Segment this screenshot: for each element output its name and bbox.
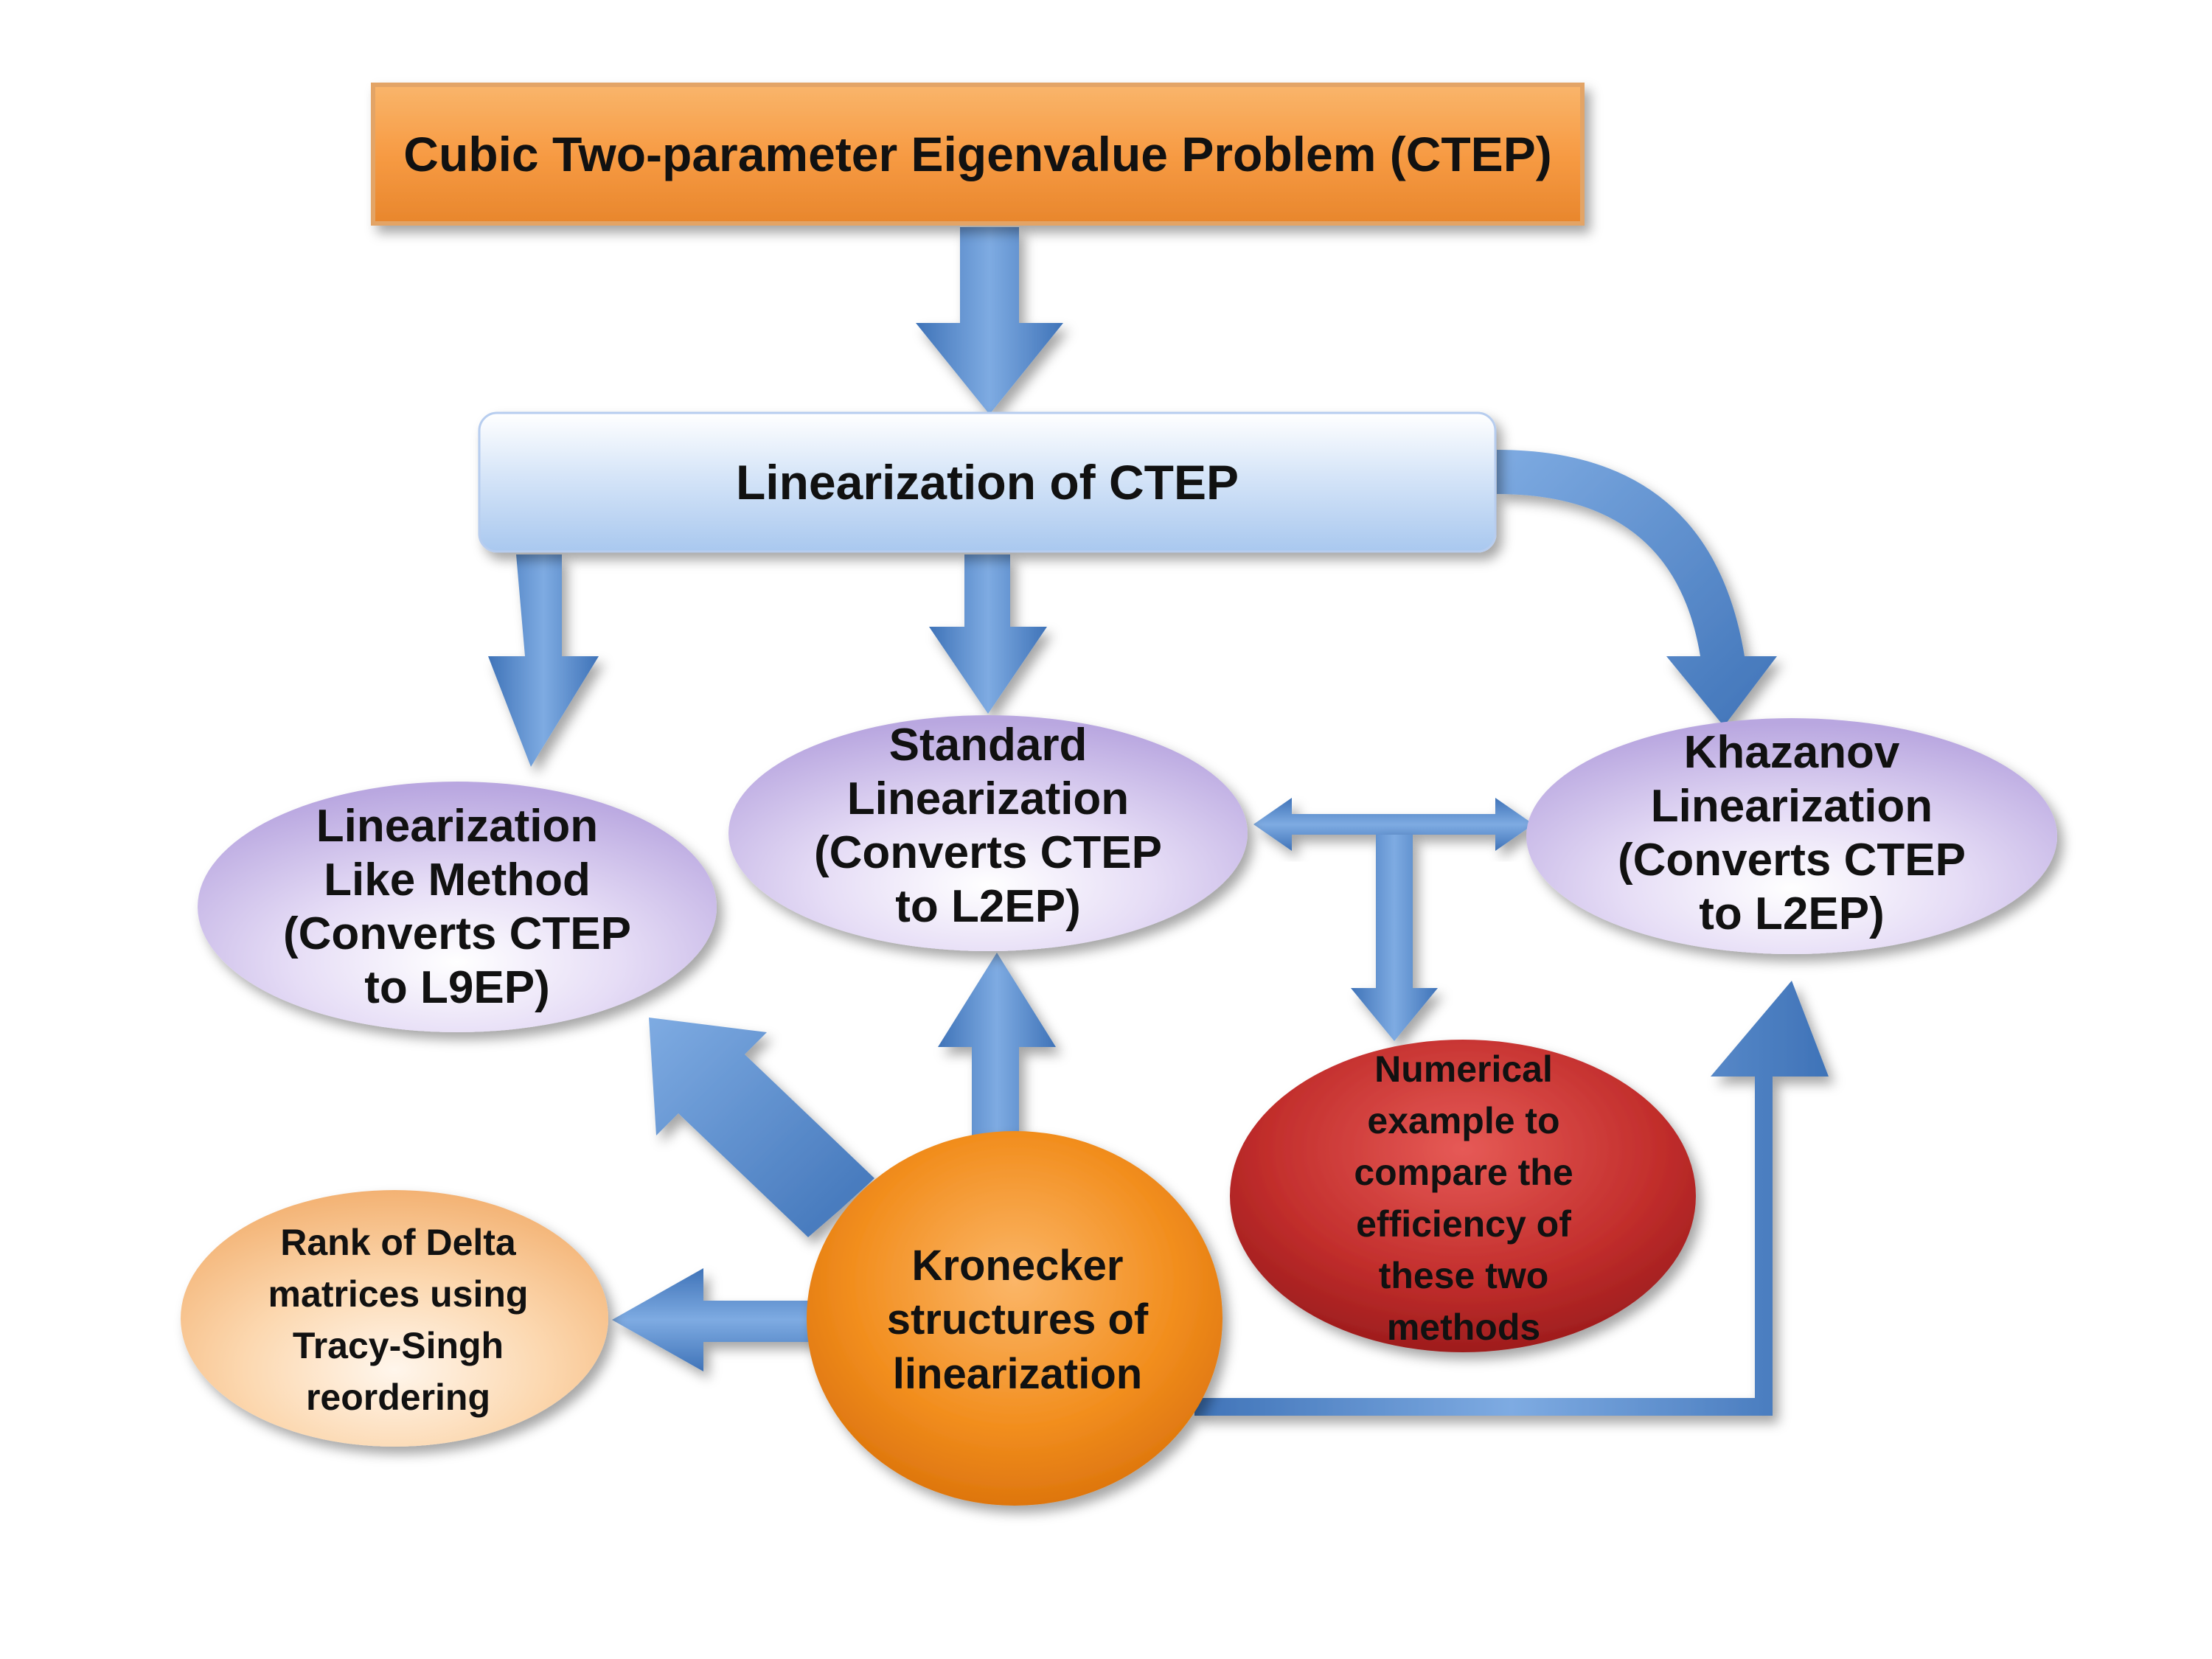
arrow-kronecker-to-like-method xyxy=(649,1018,874,1237)
like-method-ellipse xyxy=(198,782,717,1032)
kronecker-ellipse xyxy=(807,1131,1222,1506)
double-arrow-standard-khazanov xyxy=(1253,798,1534,851)
arrow-kronecker-to-standard xyxy=(938,953,1056,1139)
linearization-box xyxy=(478,411,1497,553)
arrow-kronecker-to-khazanov xyxy=(1194,981,1829,1416)
arrow-kronecker-to-rank xyxy=(612,1268,820,1371)
numerical-ellipse xyxy=(1230,1040,1696,1352)
standard-ellipse xyxy=(728,715,1248,951)
arrow-linearization-to-khazanov xyxy=(1497,450,1777,726)
arrow-ctep-to-linearization xyxy=(916,227,1063,414)
arrow-linearization-to-standard xyxy=(929,554,1047,714)
arrow-to-numerical xyxy=(1351,835,1438,1041)
ctep-box xyxy=(371,83,1585,226)
khazanov-ellipse xyxy=(1526,718,2057,954)
rank-ellipse xyxy=(181,1190,608,1447)
arrow-linearization-to-like-method xyxy=(488,554,599,767)
